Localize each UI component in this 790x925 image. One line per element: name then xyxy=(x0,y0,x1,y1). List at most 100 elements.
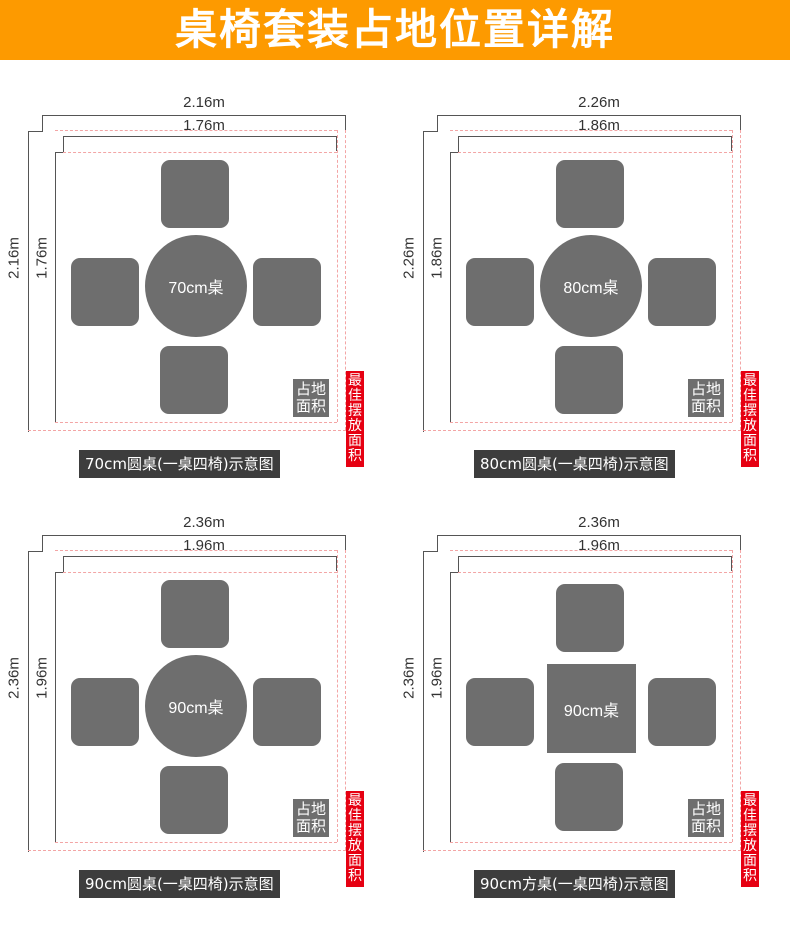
inner-area-right-dash xyxy=(732,550,733,842)
inner-left-line xyxy=(450,572,451,842)
best-area-line1: 最佳 xyxy=(348,373,362,404)
outer-left-top-tick xyxy=(28,551,42,552)
outer-height-label: 2.16m xyxy=(5,237,23,279)
inner-area-bottom-dash xyxy=(450,422,732,423)
inner-area-top-dash-2 xyxy=(63,572,337,573)
outer-left-line xyxy=(28,551,29,852)
chair-top xyxy=(556,160,624,228)
outer-left-top-join xyxy=(437,535,438,552)
outer-left-line xyxy=(423,551,424,852)
inner-area-top-dash xyxy=(55,550,337,551)
outer-area-right-dash xyxy=(345,550,346,850)
inner-area-top-dash-2 xyxy=(458,572,732,573)
outer-left-top-join xyxy=(42,115,43,132)
outer-height-label: 2.36m xyxy=(400,657,418,699)
inner-area-top-dash xyxy=(450,550,732,551)
inner-right-tick xyxy=(336,556,337,571)
outer-area-bottom-dash xyxy=(423,850,741,851)
inner-area-bottom-dash xyxy=(55,422,337,423)
outer-right-tick xyxy=(345,115,346,130)
chair-bottom xyxy=(555,763,623,831)
outer-left-top-join xyxy=(437,115,438,132)
inner-area-right-dash xyxy=(732,130,733,422)
inner-area-right-dash xyxy=(337,130,338,422)
panel-70cm-round: 2.16m 1.76m 2.16m 1.76m 70cm桌 占地 面积 最佳 摆… xyxy=(0,90,364,500)
round-table: 80cm桌 xyxy=(540,235,642,337)
outer-right-tick xyxy=(740,535,741,550)
best-area-line1: 最佳 xyxy=(743,793,757,824)
table-size-label: 90cm桌 xyxy=(168,700,224,717)
outer-area-bottom-dash xyxy=(28,850,346,851)
outer-height-label: 2.26m xyxy=(400,237,418,279)
occupy-area-line2: 面积 xyxy=(691,817,722,835)
best-area-line2: 摆放 xyxy=(743,823,757,854)
best-area-label: 最佳 摆放 面积 xyxy=(741,371,759,467)
outer-left-line xyxy=(28,131,29,432)
panel-90cm-round: 2.36m 1.96m 2.36m 1.96m 90cm桌 占地 面积 最佳 摆… xyxy=(0,510,364,920)
page-title: 桌椅套装占地位置详解 xyxy=(174,5,615,54)
best-area-line1: 最佳 xyxy=(348,793,362,824)
table-size-label: 70cm桌 xyxy=(168,280,224,297)
occupy-area-line1: 占地 xyxy=(296,800,327,818)
outer-top-line xyxy=(437,535,741,536)
occupy-area-line1: 占地 xyxy=(691,800,722,818)
occupy-area-label: 占地 面积 xyxy=(688,379,725,417)
inner-width-label: 1.96m xyxy=(578,537,620,554)
best-area-line2: 摆放 xyxy=(743,403,757,434)
panel-caption: 70cm圆桌(一桌四椅)示意图 xyxy=(79,450,280,478)
panel-caption: 90cm方桌(一桌四椅)示意图 xyxy=(474,870,675,898)
chair-left xyxy=(466,258,534,326)
chair-left xyxy=(71,678,139,746)
occupy-area-line2: 面积 xyxy=(691,397,722,415)
outer-right-tick xyxy=(740,115,741,130)
best-area-line2: 摆放 xyxy=(348,403,362,434)
inner-height-label: 1.96m xyxy=(428,657,446,699)
inner-area-top-dash xyxy=(450,130,732,131)
chair-top xyxy=(556,584,624,652)
inner-area-top-dash-2 xyxy=(458,152,732,153)
occupy-area-line2: 面积 xyxy=(296,817,327,835)
outer-area-right-dash xyxy=(345,130,346,430)
inner-left-line xyxy=(55,572,56,842)
inner-height-label: 1.96m xyxy=(33,657,51,699)
outer-left-top-tick xyxy=(423,131,437,132)
inner-top-line xyxy=(63,556,337,557)
title-banner: 桌椅套装占地位置详解 xyxy=(0,0,790,60)
inner-left-top-join xyxy=(63,136,64,153)
panel-80cm-round: 2.26m 1.86m 2.26m 1.86m 80cm桌 占地 面积 最佳 摆… xyxy=(395,90,759,500)
inner-right-tick xyxy=(731,556,732,571)
chair-top xyxy=(161,160,229,228)
outer-right-tick xyxy=(345,535,346,550)
inner-right-tick xyxy=(336,136,337,151)
chair-right xyxy=(253,678,321,746)
outer-width-label: 2.36m xyxy=(578,514,620,531)
occupy-area-line1: 占地 xyxy=(296,380,327,398)
best-area-line3: 面积 xyxy=(743,433,757,464)
outer-area-right-dash xyxy=(740,550,741,850)
outer-area-bottom-dash xyxy=(423,430,741,431)
inner-left-top-tick xyxy=(450,572,458,573)
occupy-area-label: 占地 面积 xyxy=(293,379,330,417)
inner-left-top-join xyxy=(458,556,459,573)
panel-caption: 90cm圆桌(一桌四椅)示意图 xyxy=(79,870,280,898)
chair-bottom xyxy=(160,346,228,414)
inner-left-top-tick xyxy=(55,572,63,573)
best-area-line3: 面积 xyxy=(743,853,757,884)
occupy-area-line2: 面积 xyxy=(296,397,327,415)
outer-top-line xyxy=(437,115,741,116)
inner-width-label: 1.76m xyxy=(183,117,225,134)
inner-left-top-join xyxy=(63,556,64,573)
occupy-area-label: 占地 面积 xyxy=(293,799,330,837)
inner-area-top-dash-2 xyxy=(63,152,337,153)
outer-left-top-join xyxy=(42,535,43,552)
occupy-area-line1: 占地 xyxy=(691,380,722,398)
chair-bottom xyxy=(160,766,228,834)
best-area-line3: 面积 xyxy=(348,433,362,464)
best-area-label: 最佳 摆放 面积 xyxy=(741,791,759,887)
chair-bottom xyxy=(555,346,623,414)
chair-left xyxy=(71,258,139,326)
chair-left xyxy=(466,678,534,746)
inner-width-label: 1.96m xyxy=(183,537,225,554)
best-area-line3: 面积 xyxy=(348,853,362,884)
round-table: 90cm桌 xyxy=(145,655,247,757)
